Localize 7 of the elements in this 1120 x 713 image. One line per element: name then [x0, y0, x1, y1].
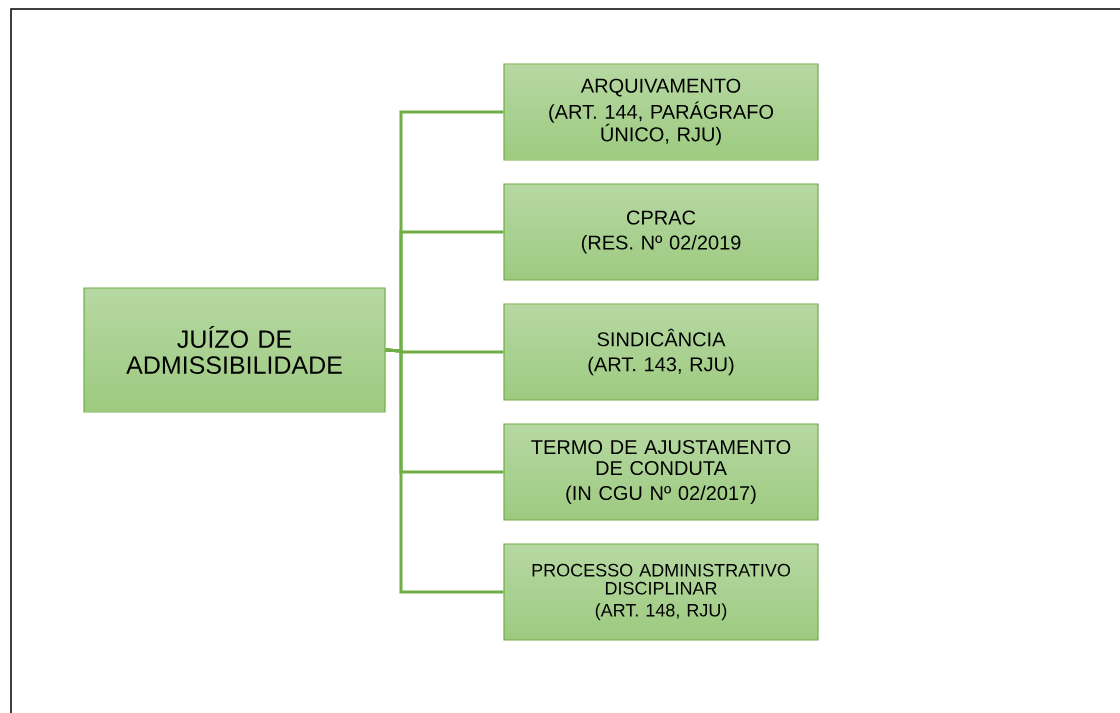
process-box: JUÍZO DE ADMISSIBILIDADE [83, 287, 386, 413]
process-box: ARQUIVAMENTO (ART. 144, PARÁGRAFO ÚNICO, RJU) [503, 63, 819, 161]
process-box: PROCESSO ADMINISTRATIVO DISCIPLINAR (ART. 148, RJU) [503, 543, 819, 641]
process-box: CPRAC (RES. Nº 02/2019 [503, 183, 819, 281]
process-box: SINDICÂNCIA (ART. 143, RJU) [503, 303, 819, 401]
process-box: TERMO DE AJUSTAMENTO DE CONDUTA (IN CGU Nº 02/2017) [503, 423, 819, 521]
connector [385, 348, 504, 594]
